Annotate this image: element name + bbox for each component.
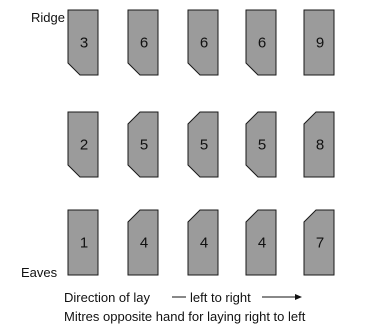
tile-shape bbox=[67, 9, 99, 76]
tile-shape bbox=[303, 111, 335, 178]
tile-shape bbox=[67, 111, 99, 178]
tile-number: 4 bbox=[200, 235, 208, 252]
tile-shape bbox=[245, 111, 277, 178]
tile-row-1: 3 6 6 6 9 bbox=[67, 9, 335, 76]
tile: 4 bbox=[187, 209, 219, 276]
tile: 1 bbox=[67, 209, 99, 276]
tile: 2 bbox=[67, 111, 99, 178]
tile-number: 5 bbox=[200, 137, 208, 154]
tile: 9 bbox=[303, 9, 335, 76]
direction-tail-text: left to right bbox=[190, 290, 251, 305]
tile: 5 bbox=[245, 111, 277, 178]
mitre-note-text: Mitres opposite hand for laying right to… bbox=[64, 309, 306, 324]
tile-shape bbox=[245, 9, 277, 76]
tile: 8 bbox=[303, 111, 335, 178]
tile: 5 bbox=[127, 111, 159, 178]
tile-shape bbox=[303, 9, 335, 76]
tile-shape bbox=[245, 209, 277, 276]
tile-shape bbox=[67, 209, 99, 276]
direction-text: Direction of lay bbox=[64, 290, 150, 305]
direction-caption: Direction of lay left to right Mitres op… bbox=[64, 290, 306, 324]
tile-shape bbox=[187, 209, 219, 276]
tile: 3 bbox=[67, 9, 99, 76]
tile: 6 bbox=[187, 9, 219, 76]
eaves-label: Eaves bbox=[21, 265, 58, 280]
tile-number: 6 bbox=[140, 35, 148, 52]
tile-number: 4 bbox=[258, 235, 266, 252]
tile-row-3: 1 4 4 4 7 bbox=[67, 209, 335, 276]
tile-number: 5 bbox=[140, 137, 148, 154]
tile-shape bbox=[127, 111, 159, 178]
tile-number: 6 bbox=[258, 35, 266, 52]
direction-arrow-icon bbox=[295, 294, 302, 300]
tile-shape bbox=[127, 209, 159, 276]
tile-number: 3 bbox=[80, 35, 88, 52]
tile-row-2: 2 5 5 5 8 bbox=[67, 111, 335, 178]
tile-shape bbox=[127, 9, 159, 76]
tile-grid: 3 6 6 6 9 2 5 5 5 8 1 4 4 4 7 bbox=[67, 9, 335, 276]
tile: 4 bbox=[245, 209, 277, 276]
tile-shape bbox=[303, 209, 335, 276]
tile-number: 1 bbox=[80, 235, 88, 252]
tile-number: 4 bbox=[140, 235, 148, 252]
tile-number: 2 bbox=[80, 137, 88, 154]
tile-number: 9 bbox=[316, 35, 324, 52]
ridge-label: Ridge bbox=[31, 10, 65, 25]
tile: 6 bbox=[245, 9, 277, 76]
tile-shape bbox=[187, 9, 219, 76]
tile: 5 bbox=[187, 111, 219, 178]
tile-number: 5 bbox=[258, 137, 266, 154]
tile-shape bbox=[187, 111, 219, 178]
tile: 7 bbox=[303, 209, 335, 276]
tile-number: 8 bbox=[316, 137, 324, 154]
tile-number: 7 bbox=[316, 235, 324, 252]
tile: 6 bbox=[127, 9, 159, 76]
tile: 4 bbox=[127, 209, 159, 276]
tile-number: 6 bbox=[200, 35, 208, 52]
